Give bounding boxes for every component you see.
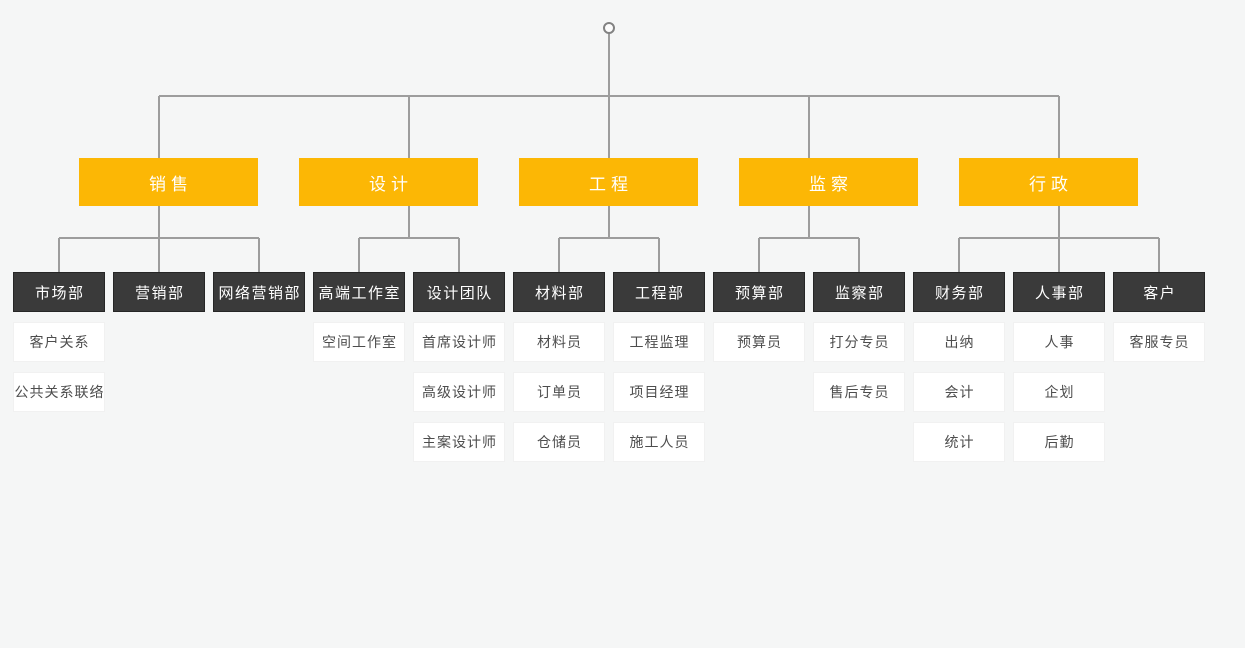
role-node[interactable]: 企划 xyxy=(1013,372,1105,412)
role-node[interactable]: 出纳 xyxy=(913,322,1005,362)
role-node[interactable]: 工程监理 xyxy=(613,322,705,362)
role-node[interactable]: 客户关系 xyxy=(13,322,105,362)
role-node[interactable]: 客服专员 xyxy=(1113,322,1205,362)
sub-department-node[interactable]: 高端工作室 xyxy=(313,272,405,312)
department-node[interactable]: 设计 xyxy=(299,158,478,206)
sub-department-node[interactable]: 客户 xyxy=(1113,272,1205,312)
role-node[interactable]: 主案设计师 xyxy=(413,422,505,462)
role-node[interactable]: 会计 xyxy=(913,372,1005,412)
role-node[interactable]: 公共关系联络 xyxy=(13,372,105,412)
sub-department-node[interactable]: 预算部 xyxy=(713,272,805,312)
department-node[interactable]: 工程 xyxy=(519,158,698,206)
role-node[interactable]: 首席设计师 xyxy=(413,322,505,362)
department-node[interactable]: 销售 xyxy=(79,158,258,206)
root-node[interactable] xyxy=(603,22,615,34)
sub-department-node[interactable]: 监察部 xyxy=(813,272,905,312)
sub-department-node[interactable]: 营销部 xyxy=(113,272,205,312)
role-node[interactable]: 后勤 xyxy=(1013,422,1105,462)
sub-department-node[interactable]: 财务部 xyxy=(913,272,1005,312)
sub-department-node[interactable]: 人事部 xyxy=(1013,272,1105,312)
role-node[interactable]: 材料员 xyxy=(513,322,605,362)
role-node[interactable]: 高级设计师 xyxy=(413,372,505,412)
role-node[interactable]: 统计 xyxy=(913,422,1005,462)
sub-department-node[interactable]: 市场部 xyxy=(13,272,105,312)
role-node[interactable]: 人事 xyxy=(1013,322,1105,362)
department-node[interactable]: 监察 xyxy=(739,158,918,206)
sub-department-node[interactable]: 设计团队 xyxy=(413,272,505,312)
sub-department-node[interactable]: 网络营销部 xyxy=(213,272,305,312)
role-node[interactable]: 施工人员 xyxy=(613,422,705,462)
role-node[interactable]: 项目经理 xyxy=(613,372,705,412)
role-node[interactable]: 售后专员 xyxy=(813,372,905,412)
sub-department-node[interactable]: 工程部 xyxy=(613,272,705,312)
role-node[interactable]: 空间工作室 xyxy=(313,322,405,362)
role-node[interactable]: 打分专员 xyxy=(813,322,905,362)
role-node[interactable]: 订单员 xyxy=(513,372,605,412)
department-node[interactable]: 行政 xyxy=(959,158,1138,206)
sub-department-node[interactable]: 材料部 xyxy=(513,272,605,312)
role-node[interactable]: 预算员 xyxy=(713,322,805,362)
role-node[interactable]: 仓储员 xyxy=(513,422,605,462)
